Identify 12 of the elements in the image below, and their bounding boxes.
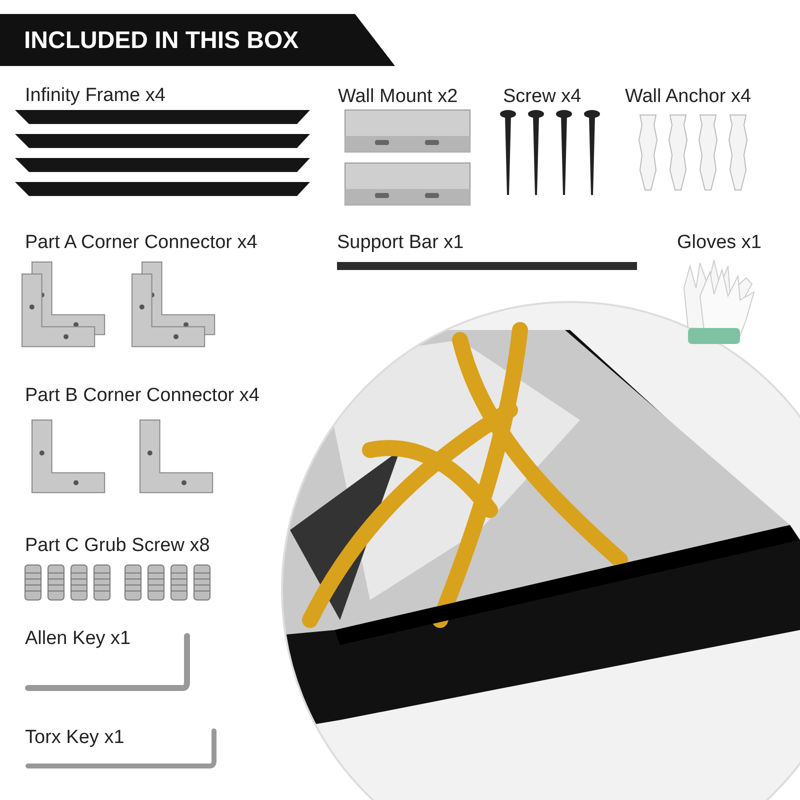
part-label: Part B Corner Connector x4 (25, 385, 260, 407)
title: INCLUDED IN THIS BOX (24, 27, 299, 55)
part-label: Gloves x1 (677, 232, 762, 254)
part-label: Part A Corner Connector x4 (25, 232, 258, 254)
part-label: Torx Key x1 (25, 727, 124, 749)
part-label: Infinity Frame x4 (25, 85, 166, 107)
part-label: Screw x4 (503, 86, 582, 108)
part-label: Allen Key x1 (25, 628, 131, 650)
part-label: Part C Grub Screw x8 (25, 535, 210, 557)
part-label: Support Bar x1 (337, 232, 464, 254)
part-label: Wall Anchor x4 (625, 86, 752, 108)
part-label: Wall Mount x2 (338, 86, 458, 108)
